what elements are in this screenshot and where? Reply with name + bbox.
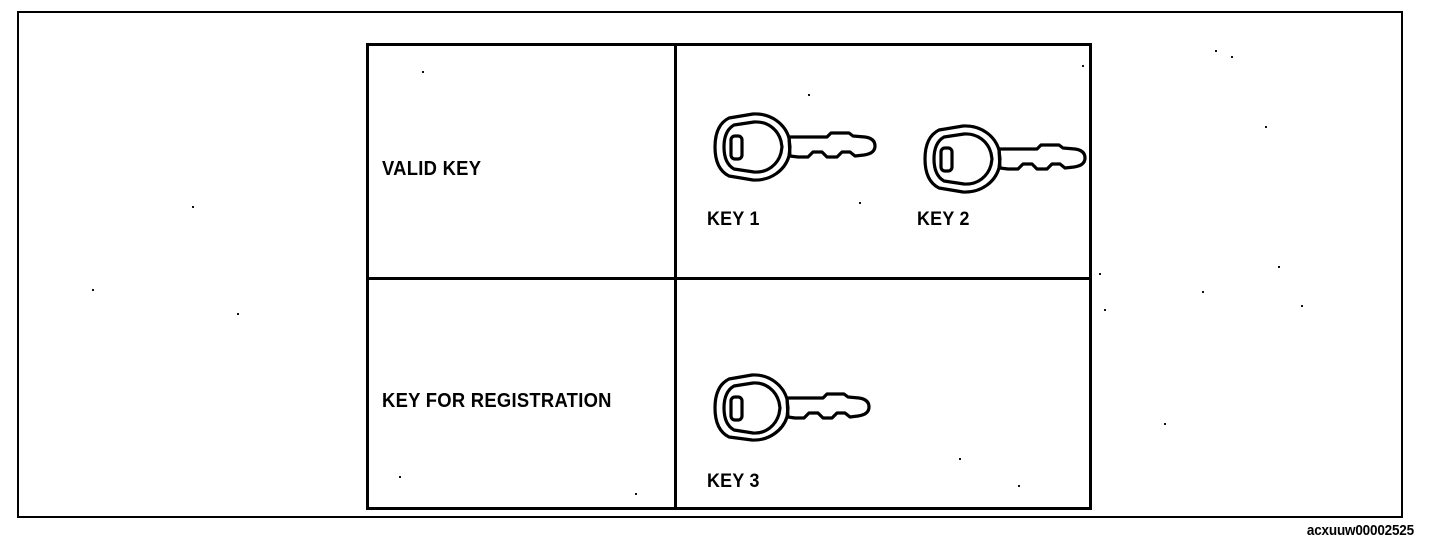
scan-artifact: [92, 289, 94, 291]
scan-artifact: [1265, 126, 1267, 128]
scan-artifact: [237, 313, 239, 315]
key-table: VALID KEY KEY 1: [366, 43, 1092, 510]
key-caption-key-3: KEY 3: [707, 471, 760, 492]
table-row: KEY FOR REGISTRATION: [369, 280, 674, 513]
scan-artifact: [1018, 485, 1020, 487]
scan-artifact: [1278, 266, 1280, 268]
table-cell-valid-key-figures: KEY 1 KEY 2: [677, 46, 1095, 277]
scan-artifact: [1082, 65, 1084, 67]
scan-artifact: [635, 493, 637, 495]
scan-artifact: [959, 458, 961, 460]
table-row-divider: [369, 277, 1089, 280]
scan-artifact: [399, 476, 401, 478]
figure-id-caption: acxuuw00002525: [1306, 522, 1414, 539]
scan-artifact: [1301, 305, 1303, 307]
table-row: VALID KEY: [369, 46, 674, 277]
car-key-icon: [709, 106, 881, 188]
table-column-divider: [674, 46, 677, 507]
car-key-icon: [919, 118, 1091, 200]
scan-artifact: [192, 206, 194, 208]
scan-artifact: [422, 71, 424, 73]
scan-artifact: [1099, 273, 1101, 275]
scan-artifact: [859, 202, 861, 204]
key-caption-key-2: KEY 2: [917, 209, 970, 230]
row-label-valid-key: VALID KEY: [382, 158, 482, 180]
scan-artifact: [1104, 309, 1106, 311]
car-key-icon: [709, 368, 875, 448]
scan-artifact: [1215, 50, 1217, 52]
scan-artifact: [1231, 56, 1233, 58]
diagram-outer-frame: VALID KEY KEY 1: [17, 11, 1403, 518]
scan-artifact: [808, 94, 810, 96]
scan-artifact: [1164, 423, 1166, 425]
scan-artifact: [1202, 291, 1204, 293]
row-label-key-for-registration: KEY FOR REGISTRATION: [382, 390, 612, 412]
table-cell-registration-key-figures: KEY 3: [677, 280, 1095, 513]
key-caption-key-1: KEY 1: [707, 209, 760, 230]
